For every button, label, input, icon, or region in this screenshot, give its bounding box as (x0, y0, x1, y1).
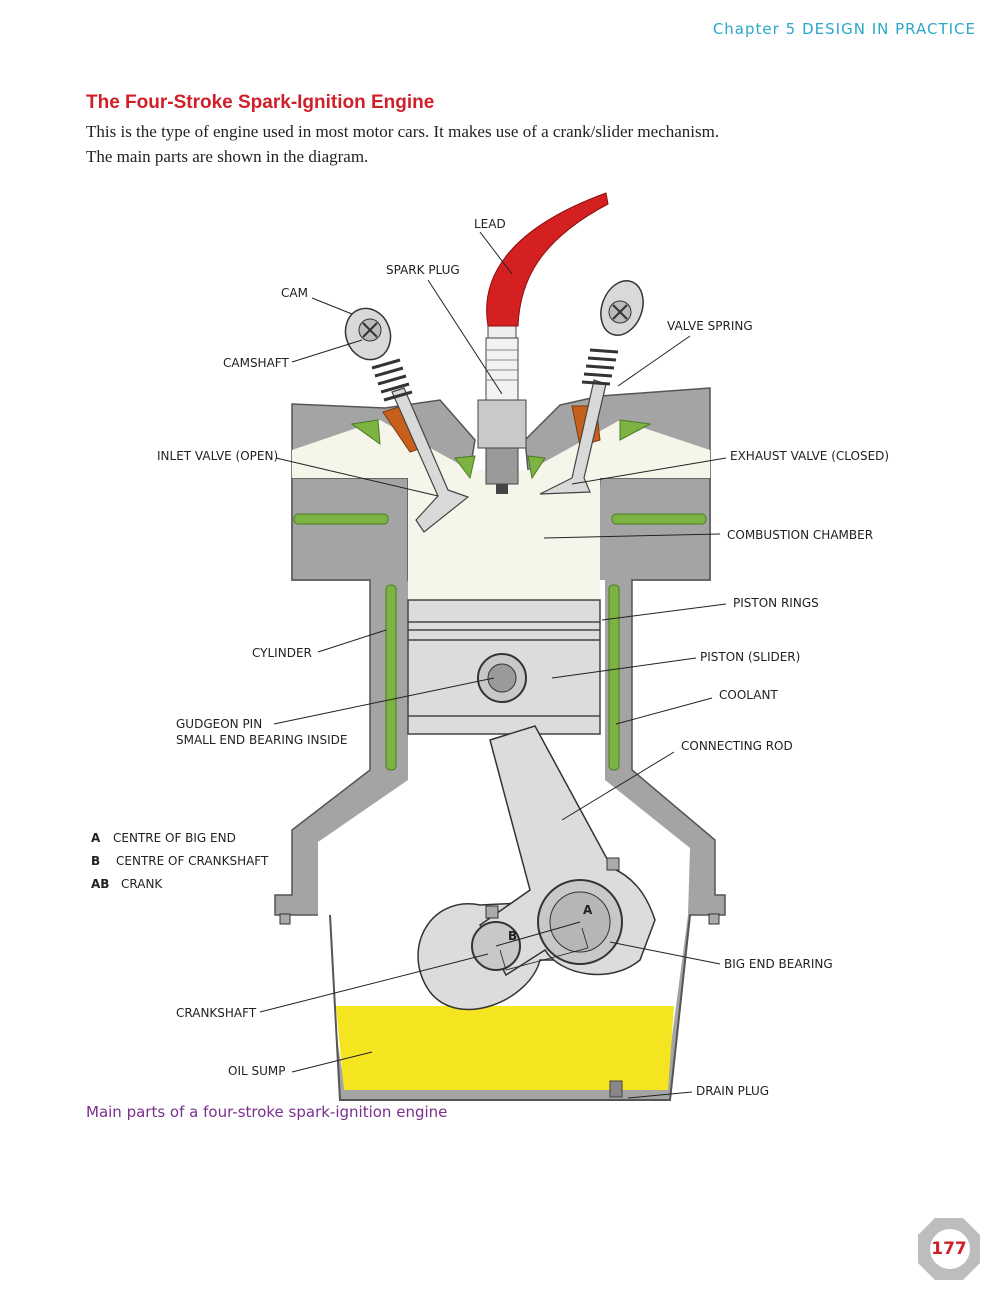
legend-key-b: B (91, 854, 100, 868)
gudgeon-pin-bore (487, 663, 517, 693)
legend-text-b: CENTRE OF CRANKSHAFT (116, 854, 269, 868)
crank-legend: A CENTRE OF BIG END B CENTRE OF CRANKSHA… (91, 831, 269, 891)
coolant-left (385, 584, 397, 771)
label-oil-sump: OIL SUMP (228, 1064, 285, 1078)
coolant-pocket-plug-right (527, 455, 546, 480)
bolt-2 (485, 905, 499, 919)
page-number: 177 (931, 1239, 967, 1259)
label-small-end-bearing: SMALL END BEARING INSIDE (176, 733, 347, 747)
intro-paragraph: This is the type of engine used in most … (86, 119, 886, 169)
point-b-label: B (508, 929, 517, 943)
label-gudgeon-pin: GUDGEON PIN (176, 717, 262, 731)
label-piston: PISTON (SLIDER) (700, 650, 800, 664)
drain-plug (609, 1080, 623, 1098)
chapter-name: DESIGN IN PRACTICE (802, 20, 976, 38)
legend-text-a: CENTRE OF BIG END (113, 831, 236, 845)
spark-plug-thread (485, 447, 519, 485)
coolant-head-left (293, 513, 389, 525)
figure-caption: Main parts of a four-stroke spark-igniti… (86, 1103, 448, 1121)
label-lead: LEAD (474, 217, 506, 231)
ht-lead (486, 192, 609, 327)
legend-key-ab: AB (91, 877, 109, 891)
leader-lines (259, 231, 727, 1099)
label-piston-rings: PISTON RINGS (733, 596, 819, 610)
page-title: The Four-Stroke Spark-Ignition Engine (86, 92, 435, 113)
coolant-pocket-right (619, 419, 652, 441)
label-inlet-valve: INLET VALVE (OPEN) (157, 449, 278, 463)
bolt-1 (606, 857, 620, 871)
spark-plug-hex (477, 399, 527, 449)
sump-wall (329, 914, 691, 1101)
camshaft-left-cross (362, 322, 378, 338)
coolant-head-right (611, 513, 707, 525)
spark-plug-insulator (485, 337, 519, 401)
page-number-badge (918, 1218, 980, 1280)
crank-dim-line (499, 927, 589, 971)
bolt-4 (708, 913, 720, 925)
label-valve-spring: VALVE SPRING (667, 319, 753, 333)
coolant-pocket-left (350, 419, 381, 446)
bolt-3 (279, 913, 291, 925)
label-exhaust-valve: EXHAUST VALVE (CLOSED) (730, 449, 889, 463)
legend-key-a: A (91, 831, 101, 845)
label-cylinder: CYLINDER (252, 646, 312, 660)
label-combustion-chamber: COMBUSTION CHAMBER (727, 528, 873, 542)
label-spark-plug: SPARK PLUG (386, 263, 460, 277)
coolant-pocket-plug-left (454, 455, 476, 480)
point-a-label: A (583, 903, 593, 917)
label-camshaft: CAMSHAFT (223, 356, 289, 370)
coolant-right (608, 584, 620, 771)
spark-plug-ribs (486, 349, 518, 381)
inlet-valve (391, 387, 470, 533)
label-connecting-rod: CONNECTING ROD (681, 739, 793, 753)
chapter-number: Chapter 5 (712, 20, 797, 38)
spark-plug-tip (496, 484, 508, 494)
intro-line-1: This is the type of engine used in most … (86, 122, 720, 141)
chapter-header: Chapter 5 DESIGN IN PRACTICE (713, 20, 976, 38)
oil-sump (336, 1006, 674, 1090)
piston-ring-grooves (408, 621, 600, 717)
legend-text-ab: CRANK (121, 877, 163, 891)
label-cam: CAM (281, 286, 308, 300)
crank-line-ab (495, 921, 581, 947)
label-big-end-bearing: BIG END BEARING (724, 957, 833, 971)
combustion-chamber (292, 420, 710, 600)
intro-line-2: The main parts are shown in the diagram. (86, 147, 369, 166)
label-coolant: COOLANT (719, 688, 778, 702)
label-crankshaft: CRANKSHAFT (176, 1006, 257, 1020)
camshaft-right-cross (612, 304, 628, 320)
valve-spring-left (371, 358, 413, 402)
label-drain-plug: DRAIN PLUG (696, 1084, 769, 1098)
valve-spring-right (581, 348, 619, 386)
